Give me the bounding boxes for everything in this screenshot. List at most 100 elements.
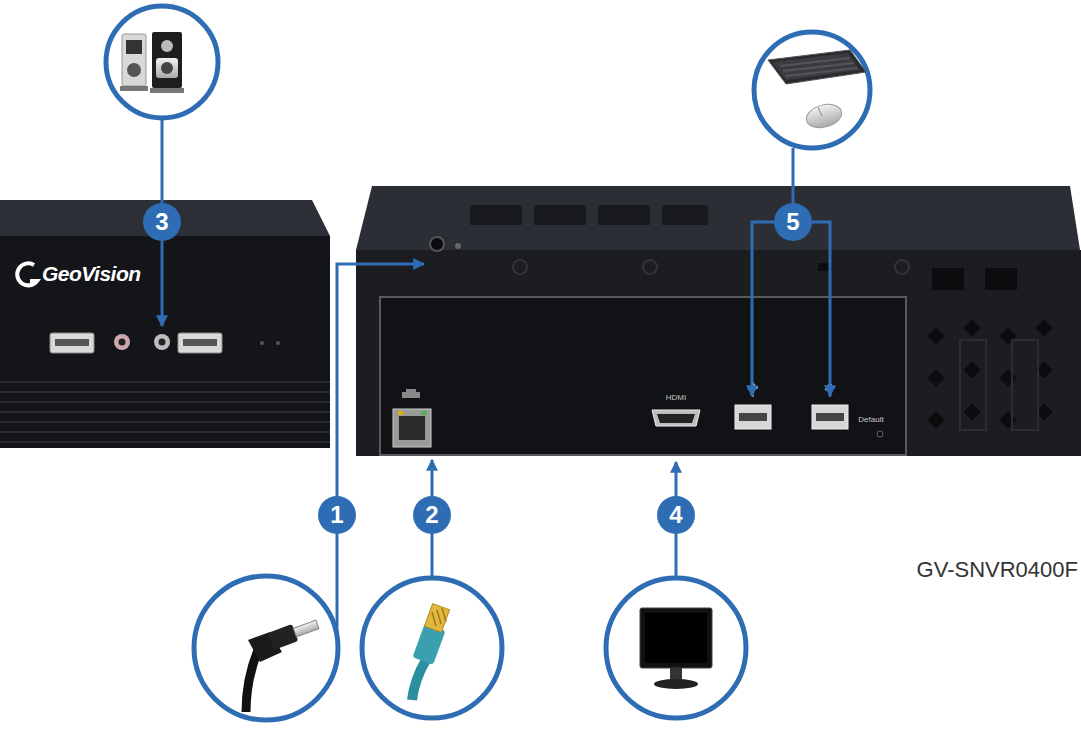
- leader-lines: [675, 533, 678, 578]
- keyboard-mouse-icon: [780, 58, 857, 76]
- monitor-icon: [670, 668, 682, 680]
- speakers-icon: [152, 32, 182, 88]
- rear-unit: [960, 340, 1038, 430]
- front-unit: [119, 339, 126, 346]
- rear-unit: [964, 362, 981, 379]
- front-unit: [0, 401, 330, 403]
- rear-unit: [735, 405, 771, 429]
- rear-unit: [985, 268, 1017, 290]
- front-unit: [0, 200, 330, 448]
- rear-unit: [1000, 370, 1017, 387]
- network-cable-icon: [424, 604, 449, 633]
- icon-circle: [106, 6, 870, 720]
- leader-lines: [792, 148, 795, 203]
- front-unit: [0, 381, 330, 383]
- leader-lines: [162, 119, 830, 636]
- front-unit: [0, 431, 330, 433]
- rear-unit: [964, 404, 981, 421]
- front-unit: [0, 441, 330, 443]
- leader-lines: [752, 222, 775, 396]
- monitor-icon: [640, 608, 712, 668]
- rear-unit: [356, 186, 1081, 456]
- front-unit: [0, 382, 330, 442]
- leader-lines: [811, 222, 830, 396]
- front-unit: [183, 339, 217, 346]
- rear-unit: [895, 260, 909, 274]
- rear-unit: [455, 243, 461, 249]
- rear-unit: [393, 409, 431, 447]
- callout-disc: [657, 496, 695, 534]
- callout-disc: [774, 203, 812, 241]
- front-unit: [260, 341, 264, 345]
- keyboard-mouse-icon: [772, 53, 860, 80]
- rear-unit: [534, 205, 586, 225]
- leader-lines: [337, 264, 424, 497]
- leader-lines: [161, 119, 164, 203]
- rear-unit: [1012, 340, 1038, 430]
- speakers-icon: [122, 34, 146, 86]
- keyboard-mouse-icon: [768, 50, 866, 84]
- icon-circle: [194, 576, 338, 720]
- callout-number: 4: [669, 503, 682, 527]
- callout-number: 5: [786, 210, 799, 234]
- callout-number: 1: [330, 503, 343, 527]
- rear-unit: [816, 413, 844, 421]
- rear-unit: [643, 260, 657, 274]
- leader-lines: [161, 241, 164, 326]
- leader-lines: [431, 533, 434, 578]
- speakers-icon: [120, 32, 184, 93]
- callout-disc: [318, 496, 356, 534]
- power-plug-icon: [246, 620, 319, 712]
- rear-unit: [356, 250, 1081, 456]
- callout-disc: [143, 203, 812, 534]
- rear-unit: [928, 328, 945, 345]
- front-unit: [159, 339, 166, 346]
- icon-circle: [106, 6, 218, 118]
- callout-number: 3: [155, 210, 168, 234]
- speakers-icon: [150, 88, 184, 93]
- front-unit: [178, 333, 222, 353]
- rear-unit: [928, 412, 945, 429]
- port-label: HDMI: [666, 394, 686, 402]
- brand-logo: GeoVision: [42, 263, 141, 284]
- rear-unit: [430, 237, 444, 251]
- monitor-icon: [645, 613, 707, 663]
- network-cable-icon: [412, 660, 426, 700]
- speakers-icon: [127, 63, 141, 77]
- rear-unit: [928, 268, 1053, 428]
- rear-unit: [657, 414, 695, 423]
- leader-lines: [431, 460, 434, 497]
- rear-unit: [960, 340, 986, 430]
- rear-unit: [748, 383, 835, 397]
- monitor-icon: [640, 608, 712, 689]
- rear-unit: [932, 268, 964, 290]
- front-unit: [50, 333, 94, 353]
- rear-unit: [739, 413, 767, 421]
- speakers-icon: [120, 86, 148, 91]
- icon-circle: [606, 578, 746, 718]
- monitor-icon: [654, 679, 698, 689]
- brand-mark: [17, 263, 37, 285]
- front-unit: [0, 391, 330, 393]
- front-unit: [114, 334, 130, 350]
- rear-unit: [652, 410, 700, 426]
- network-cable-icon: [412, 604, 450, 700]
- rear-unit: [380, 297, 906, 455]
- rear-unit: [812, 405, 848, 429]
- rear-unit: [928, 370, 945, 387]
- rear-unit: [1000, 328, 1017, 345]
- port-label: Default: [858, 416, 883, 424]
- rear-unit: [964, 320, 981, 337]
- front-unit: [276, 341, 280, 345]
- rear-unit: [877, 431, 883, 437]
- network-cable-icon: [432, 608, 446, 626]
- rear-unit: [356, 186, 1080, 250]
- rear-unit: [470, 205, 522, 225]
- rear-unit: [1036, 320, 1053, 337]
- rear-unit: [598, 205, 650, 225]
- front-unit: [0, 236, 330, 448]
- rear-unit: [402, 389, 420, 398]
- speakers-icon: [156, 58, 178, 78]
